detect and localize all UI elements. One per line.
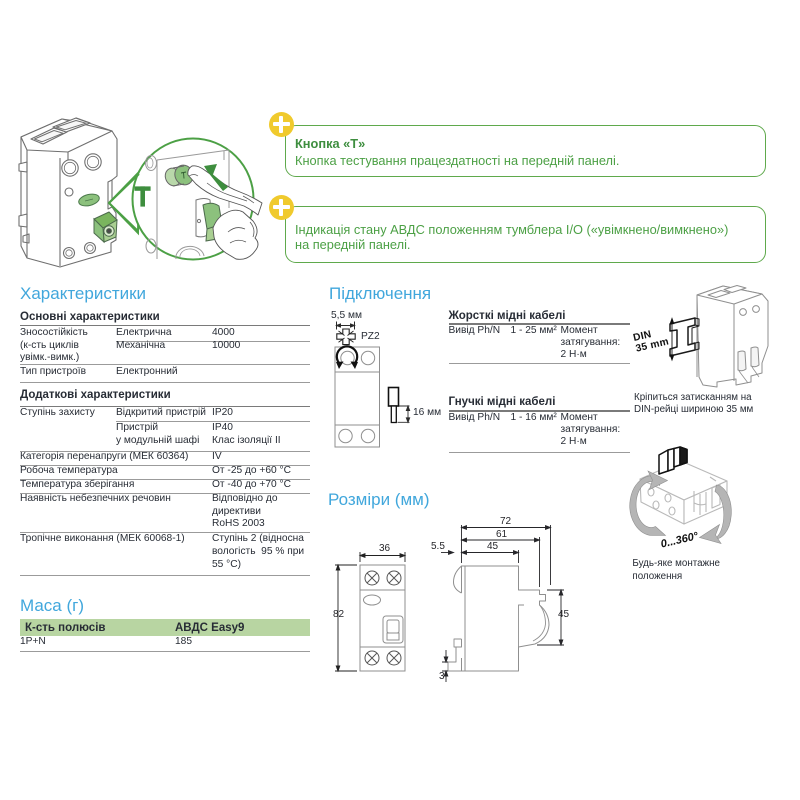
svg-text:0...360°: 0...360°	[660, 530, 700, 550]
svg-text:DIN: DIN	[632, 329, 652, 344]
